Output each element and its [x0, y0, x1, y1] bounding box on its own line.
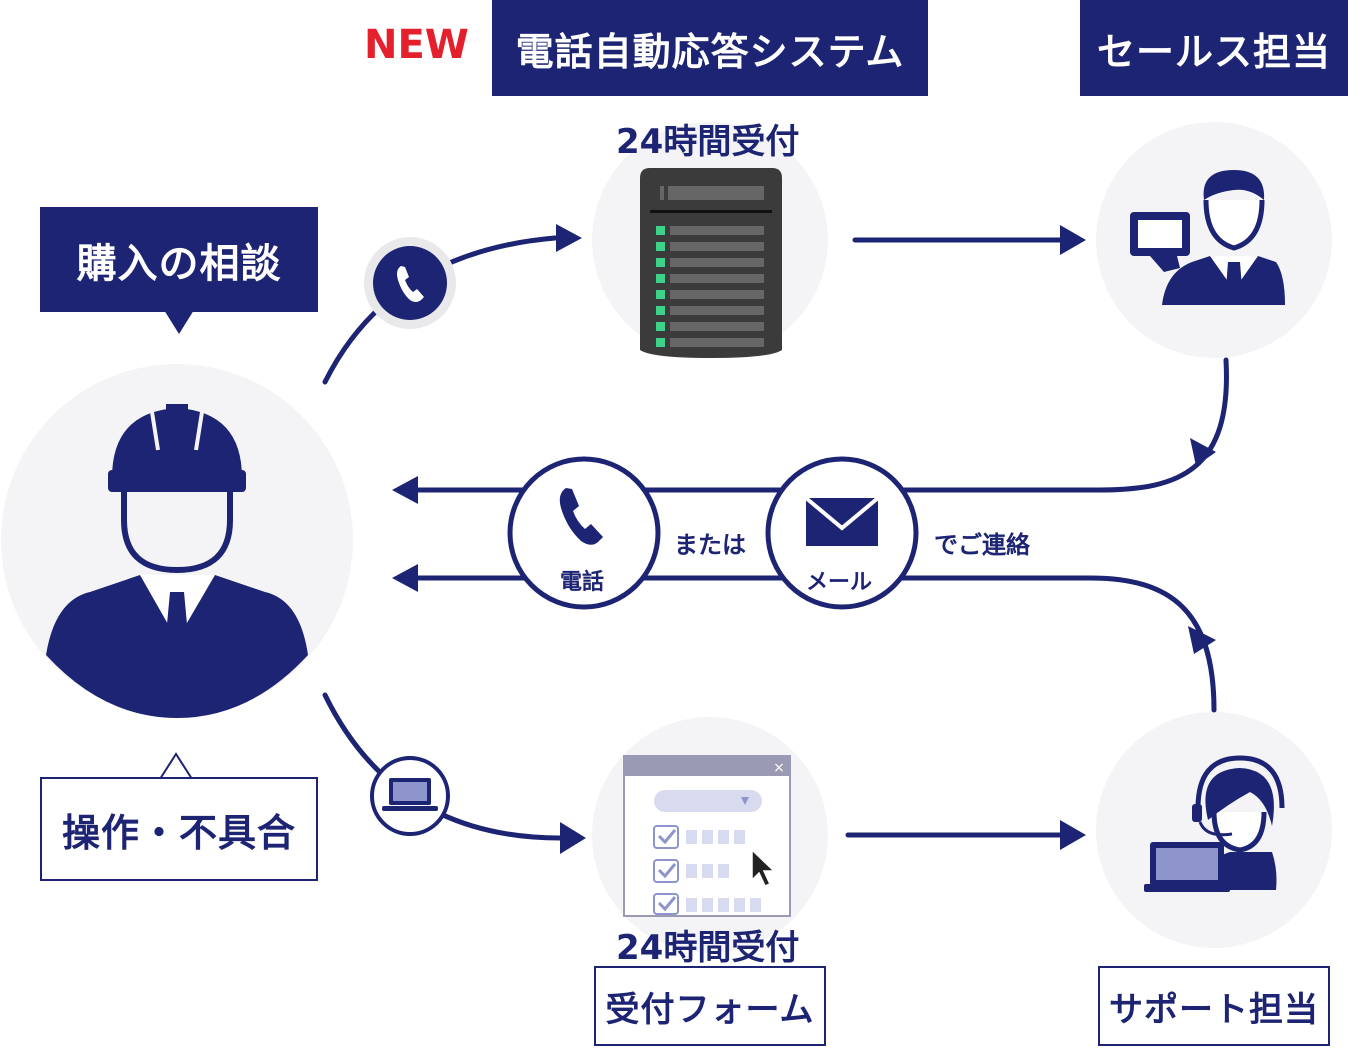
worker-helmet-icon — [46, 404, 308, 718]
reception-form-title: 受付フォーム — [594, 966, 826, 1046]
auto-answer-system-title: 電話自動応答システム — [492, 0, 928, 96]
arrowhead-to-customer-lower — [392, 564, 418, 592]
contact-suffix-label: でご連絡 — [934, 531, 1030, 559]
operator-headset-icon — [1144, 755, 1285, 892]
phone-badge-icon — [364, 237, 456, 329]
svg-text:×: × — [773, 760, 785, 776]
flow-line-sales-to-customer — [412, 357, 1229, 493]
sales-title: セールス担当 — [1080, 0, 1348, 96]
form-hours-label: 24時間受付 — [616, 928, 800, 968]
cursor-icon — [751, 848, 776, 887]
mail-contact-circle — [765, 456, 919, 610]
flow-line-support-to-customer — [412, 575, 1217, 713]
salesperson-tablet-icon — [1130, 170, 1285, 305]
laptop-badge-icon — [370, 756, 450, 836]
server-rack-icon — [640, 168, 782, 358]
purchase-consultation-label: 購入の相談 — [40, 207, 318, 312]
arrowhead-to-support — [1060, 820, 1086, 850]
arrowhead-to-form — [560, 822, 586, 854]
new-badge: NEW — [364, 22, 469, 68]
phone-contact-circle — [507, 456, 661, 610]
support-title: サポート担当 — [1098, 966, 1330, 1046]
operation-malfunction-label: 操作・不具合 — [40, 777, 318, 881]
arrowhead-sales-curve — [1190, 438, 1216, 466]
web-form-icon: × — [623, 755, 791, 917]
phone-contact-label: 電話 — [560, 570, 605, 595]
operation-bubble-tail — [160, 752, 192, 780]
arrowhead-to-phone-system — [556, 224, 582, 252]
purchase-bubble-tail — [164, 310, 194, 334]
phone-system-hours-label: 24時間受付 — [616, 122, 800, 162]
or-label: または — [674, 531, 746, 559]
arrowhead-to-customer-upper — [392, 476, 418, 504]
arrowhead-to-sales — [1060, 225, 1086, 255]
mail-contact-label: メール — [806, 570, 873, 595]
arrowhead-support-curve — [1188, 626, 1216, 654]
